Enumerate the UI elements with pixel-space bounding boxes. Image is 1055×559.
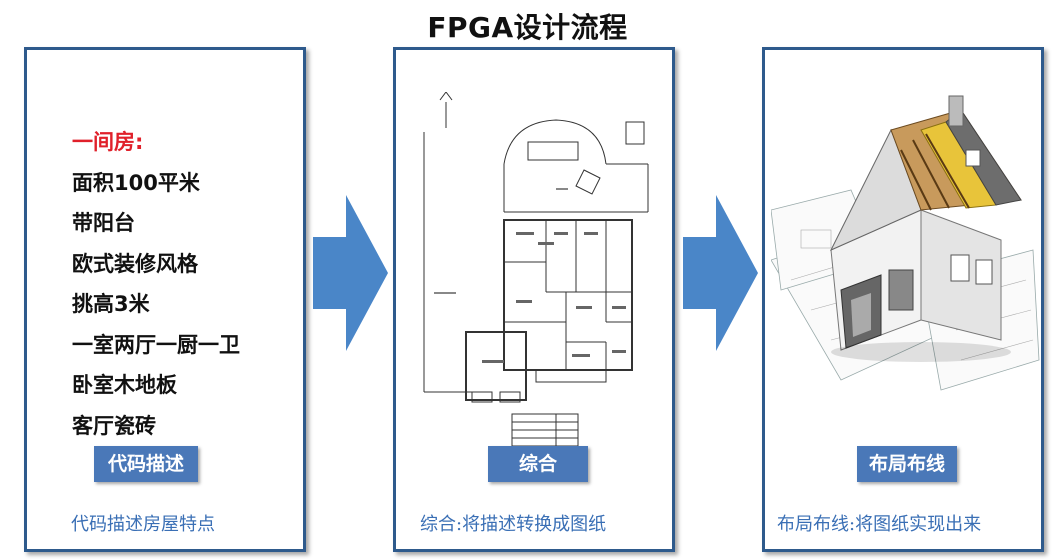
spec-item: 一室两厅一厨一卫 [72, 332, 240, 357]
floor-plan-drawing [423, 92, 649, 447]
spec-item: 卧室木地板 [72, 373, 177, 397]
panel-place-and-route: 布局布线 布局布线:将图纸实现出来 [762, 47, 1044, 552]
spec-item: 客厅瓷砖 [72, 413, 156, 438]
panel-synthesis: 综合 综合:将描述转换成图纸 [393, 47, 675, 552]
arrow-right-icon [683, 195, 758, 351]
spec-list: 一间房: 面积100平米 带阳台 欧式装修风格 挑高3米 一室两厅一厨一卫 卧室… [72, 122, 240, 446]
diagram-title: FPGA设计流程 [427, 11, 628, 44]
caption-synthesis: 综合:将描述转换成图纸 [420, 514, 607, 535]
badge-synthesis: 综合 [488, 446, 588, 482]
spec-item: 带阳台 [72, 211, 135, 235]
caption-place-and-route: 布局布线:将图纸实现出来 [777, 514, 982, 535]
spec-item: 欧式装修风格 [72, 251, 198, 276]
badge-code-description: 代码描述 [94, 446, 198, 482]
spec-item-heading: 一间房: [72, 130, 144, 154]
spec-item: 面积100平米 [72, 170, 200, 195]
spec-item: 挑高3米 [72, 292, 150, 316]
arrow-right-icon [313, 195, 388, 351]
panel-code-description: 一间房: 面积100平米 带阳台 欧式装修风格 挑高3米 一室两厅一厨一卫 卧室… [24, 47, 306, 552]
badge-place-and-route: 布局布线 [857, 446, 957, 482]
house-model-illustration [771, 95, 1040, 391]
caption-code-description: 代码描述房屋特点 [71, 514, 215, 535]
